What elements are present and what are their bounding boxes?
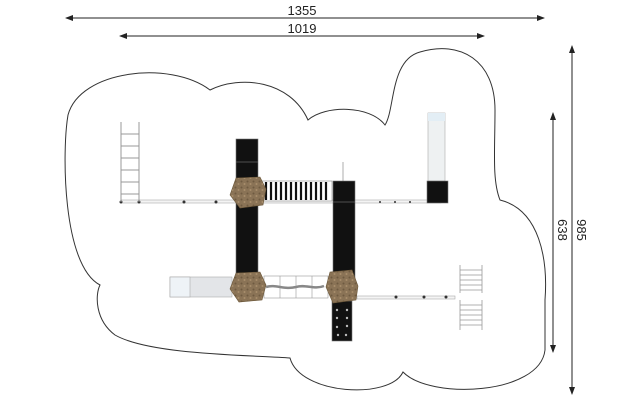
dimension-width-total: 1355 — [65, 3, 545, 21]
climbing-wall — [331, 300, 353, 342]
dimension-label: 985 — [574, 219, 589, 241]
rung-bridge — [261, 180, 333, 202]
dimension-width-equipment: 1019 — [119, 21, 485, 39]
lower-rail — [356, 295, 456, 300]
tower-deck-3 — [426, 180, 449, 204]
dimension-depth-total: 985 — [569, 45, 589, 395]
roof-1 — [229, 176, 267, 209]
safety-zone-outline — [64, 48, 547, 391]
horizontal-ladder-lower — [459, 300, 483, 330]
horizontal-ladder-upper — [459, 265, 483, 293]
dimension-depth-equipment: 638 — [550, 112, 570, 353]
dimension-label: 1355 — [288, 3, 317, 18]
roof-3 — [325, 269, 359, 304]
wobble-bridge — [263, 275, 329, 299]
dimension-label: 1019 — [288, 21, 317, 36]
slide-right — [427, 112, 446, 182]
dimension-label: 638 — [555, 219, 570, 241]
climbing-ladder-left — [120, 122, 140, 202]
roof-2 — [229, 271, 267, 303]
